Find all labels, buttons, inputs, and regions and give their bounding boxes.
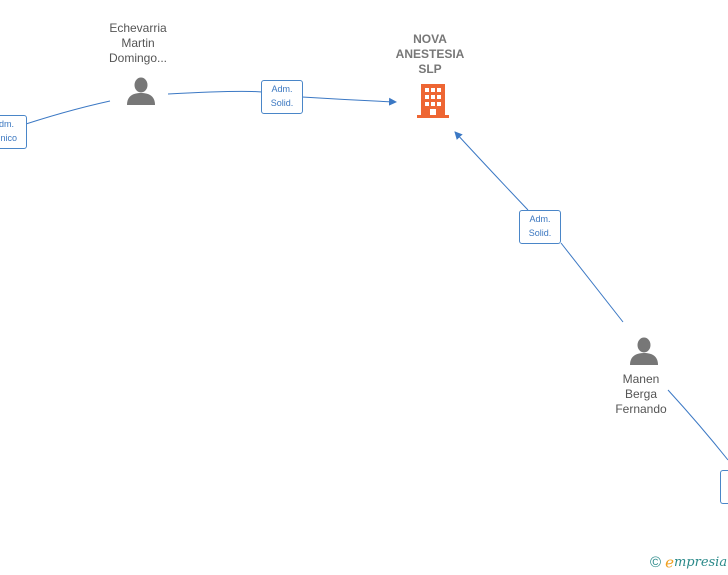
person-name-line-2: Martin	[121, 36, 155, 50]
edge-label-line-2: nico	[0, 133, 17, 143]
edge-echevarria-company-tail	[301, 96, 397, 106]
edge-label-partial-left[interactable]: Adm. nico	[0, 115, 27, 149]
person-name-manen[interactable]: Manen Berga Fernando	[601, 372, 681, 417]
brand-logo-text: mpresia	[673, 554, 728, 570]
person-name-line-1: Echevarria	[109, 21, 167, 35]
brand-logo-e: e	[665, 553, 674, 572]
person-name-line-3: Fernando	[615, 402, 667, 416]
person-name-line-1: Manen	[622, 372, 660, 386]
copyright-icon: ©	[650, 553, 662, 571]
edge-manen-company-tail	[454, 131, 529, 211]
edge-echevarria-company	[167, 90, 263, 95]
edge-label-manen-company[interactable]: Adm. Solid.	[519, 210, 561, 244]
company-name[interactable]: NOVA ANESTESIA SLP	[390, 32, 470, 77]
company-name-line-2: ANESTESIA	[395, 47, 465, 61]
person-icon[interactable]	[629, 337, 659, 366]
edge-label-line-1: Adm.	[271, 84, 293, 94]
edge-manen-company	[560, 242, 624, 323]
edge-label-partial-right[interactable]	[720, 470, 728, 504]
company-name-line-1: NOVA	[413, 32, 447, 46]
brand-watermark: ©empresia	[650, 553, 727, 573]
edge-label-line-2: Solid.	[270, 98, 294, 108]
person-name-echevarria[interactable]: Echevarria Martin Domingo...	[98, 21, 178, 66]
company-name-line-3: SLP	[418, 62, 442, 76]
person-icon[interactable]	[126, 77, 156, 106]
person-name-line-3: Domingo...	[108, 51, 168, 65]
edge-partial-right	[667, 389, 728, 461]
edge-label-line-1: Adm.	[529, 214, 551, 224]
edge-label-echevarria-company[interactable]: Adm. Solid.	[261, 80, 303, 114]
edge-label-line-1: Adm.	[0, 119, 14, 129]
edge-label-line-2: Solid.	[528, 228, 552, 238]
person-name-line-2: Berga	[624, 387, 658, 401]
building-icon[interactable]	[416, 83, 450, 119]
